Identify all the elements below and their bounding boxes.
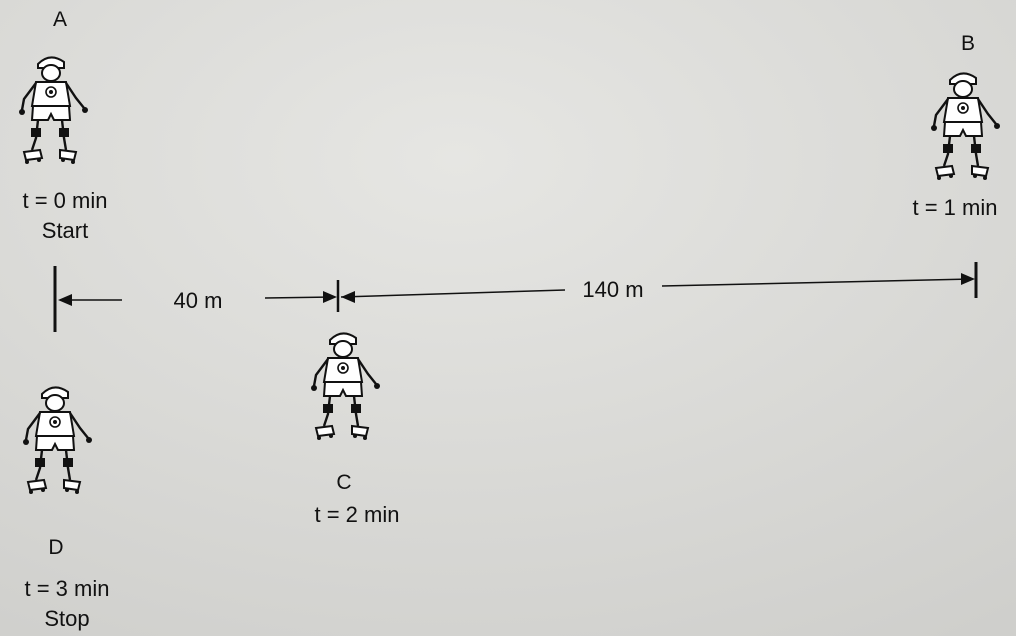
- skater-a-figure: [18, 56, 90, 166]
- position-b-label: B: [960, 32, 975, 55]
- distance-label-short: 40 m: [173, 288, 223, 313]
- arrowhead-right: [961, 273, 975, 285]
- position-c-label: C: [336, 471, 352, 494]
- arrowhead-middle-right: [323, 291, 337, 303]
- dimension-line-middle-right: [340, 289, 566, 298]
- skater-b-figure: [930, 72, 1002, 182]
- position-d-label: D: [48, 536, 64, 559]
- position-d-time: t = 3 min: [24, 576, 110, 601]
- position-b-time: t = 1 min: [912, 195, 998, 220]
- skater-c-figure: [310, 332, 382, 442]
- position-a-label: A: [52, 8, 67, 31]
- position-a-time: t = 0 min: [22, 188, 108, 213]
- position-d-note: Stop: [44, 606, 90, 631]
- position-a-note: Start: [41, 218, 89, 243]
- arrowhead-left: [58, 294, 72, 306]
- distance-label-long: 140 m: [582, 277, 644, 302]
- dimension-line-middle-left: [264, 296, 335, 299]
- dimension-line-right: [661, 278, 973, 287]
- skater-d-figure: [22, 386, 94, 496]
- position-c-time: t = 2 min: [314, 502, 400, 527]
